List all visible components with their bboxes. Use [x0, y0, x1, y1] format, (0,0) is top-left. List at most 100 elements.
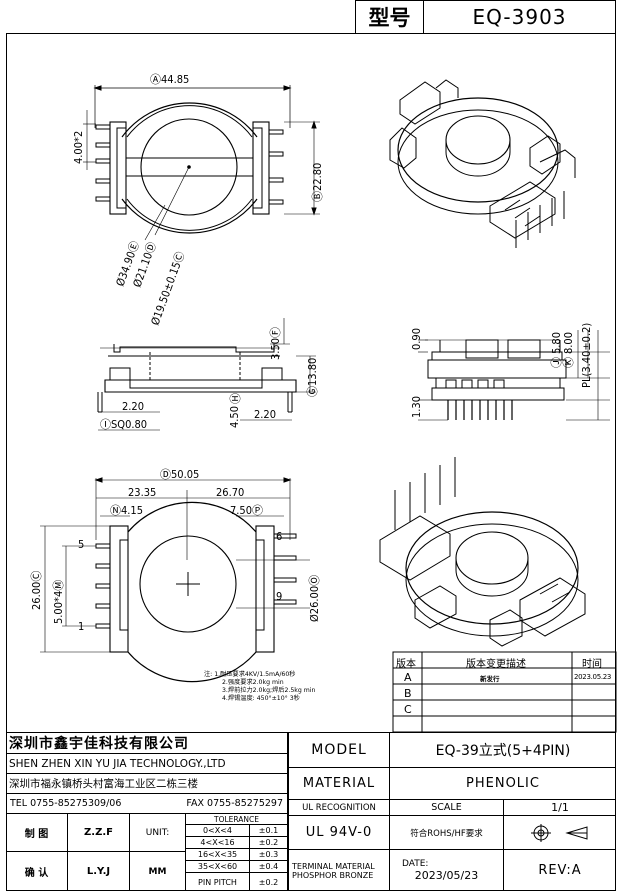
dim-pl: PL(3.40±0.2): [580, 323, 593, 388]
projection-symbol-icon: [531, 823, 588, 842]
drawn-label: 制 图: [24, 829, 49, 840]
scale-label-cell: SCALE: [390, 800, 504, 816]
dim-l1: 2.20: [122, 400, 144, 413]
check-label-cell: 确 认: [6, 852, 68, 891]
notes-line-1: 注: 1.耐压要求4KV/1.5mA/60秒: [204, 671, 384, 679]
dim-o: Ø26.00Ⓞ: [308, 575, 321, 622]
tol-value-2: ±0.2: [250, 837, 288, 849]
dim-p: 7.50Ⓟ: [230, 504, 263, 517]
dim-h-val: 4.50: [228, 406, 241, 428]
tolerance-label-cell: TOLERANCE: [186, 814, 288, 825]
bottom-view: Ⓓ50.05 23.35 26.70 Ⓝ4.15 7.50Ⓟ 5 1 6 9: [30, 468, 321, 683]
dim-g: Ⓖ13.80: [306, 358, 319, 397]
dim-k: Ⓚ: [562, 357, 575, 368]
material-label-cell: MATERIAL: [288, 768, 390, 800]
dim-d50: Ⓓ50.05: [160, 468, 199, 481]
tol-range-1: 0<X<4: [186, 825, 250, 837]
side-view: 3.50Ⓕ Ⓖ13.80 Ⓗ 2.20 2.20 4.50 ⒾSQ0.80: [97, 318, 319, 431]
terminal-value: PHOSPHOR BRONZE: [292, 870, 374, 880]
revision-b-ver: B: [404, 687, 412, 700]
tol-range-2: 4<X<16: [186, 837, 250, 849]
scale-label: SCALE: [431, 802, 462, 813]
tol-value-5: ±0.2: [250, 873, 288, 891]
tol-value-1: ±0.1: [250, 825, 288, 837]
model-label-cell: MODEL: [288, 732, 390, 768]
material-field-label: MATERIAL: [302, 776, 376, 791]
notes-label: 注:: [204, 671, 213, 678]
company-tel: TEL 0755-85275309/06: [10, 798, 122, 809]
tol-range-4: 35<X<60: [186, 861, 250, 873]
dim-pin-pitch: 4.00*2: [72, 131, 85, 164]
pin-9-label: 9: [276, 590, 282, 603]
material-field-value: PHENOLIC: [466, 776, 540, 791]
projection-cell: [504, 816, 616, 850]
top-view: Ⓐ44.85 4.00*2 Ⓑ22.80 Ø3: [72, 73, 324, 327]
ul-value-cell: UL 94V-0: [288, 816, 390, 850]
company-contact-cell: TEL 0755-85275309/06 FAX 0755-85275297: [6, 794, 288, 814]
model-label: 型号: [368, 6, 411, 30]
unit-label: UNIT:: [145, 827, 170, 838]
rohs-cell: 符合ROHS/HF要求: [390, 816, 504, 850]
note-item-3: 3.焊前拉力2.0kg;焊后2.5kg min: [222, 687, 316, 694]
pin-6-label: 6: [276, 530, 282, 543]
revision-header-desc: 版本变更描述: [466, 659, 526, 670]
revision-table-lines: [392, 651, 617, 733]
revision-header-ver: 版本: [396, 659, 416, 670]
drawn-label-cell: 制 图: [6, 814, 68, 852]
revision-a-date: 2023.05.23: [574, 673, 612, 681]
dim-c26: 26.00Ⓒ: [30, 571, 43, 610]
dim-n: Ⓝ4.15: [110, 504, 143, 517]
drawn-value-cell: Z.Z.F: [68, 814, 130, 852]
company-name-cn-cell: 深圳市鑫宇佳科技有限公司: [6, 732, 288, 754]
dim-f: 3.50Ⓕ: [269, 327, 282, 360]
revision-a-desc: 新发行: [480, 675, 500, 683]
rev-value: REV:A: [538, 863, 582, 878]
tol-value-3: ±0.3: [250, 849, 288, 861]
model-number-box: EQ-3903: [423, 0, 616, 34]
dim-1-30: 1.30: [410, 396, 423, 418]
model-field-value: EQ-39立式(5+4PIN): [435, 743, 571, 759]
company-name-en: SHEN ZHEN XIN YU JIA TECHNOLOGY.,LTD: [9, 757, 226, 770]
dim-w1: 23.35: [128, 486, 156, 499]
dim-w2: 26.70: [216, 486, 244, 499]
dim-m: 5.00*4Ⓜ: [52, 580, 65, 624]
title-block: 深圳市鑫宇佳科技有限公司 SHEN ZHEN XIN YU JIA TECHNO…: [6, 732, 616, 891]
notes-block: 注: 1.耐压要求4KV/1.5mA/60秒 2.强度要求2.0kg min 3…: [204, 671, 384, 703]
unit-label-cell: UNIT:: [130, 814, 186, 852]
model-number: EQ-3903: [472, 5, 567, 29]
drawn-value: Z.Z.F: [84, 827, 113, 838]
rohs-text: 符合ROHS/HF要求: [410, 828, 483, 839]
check-value-cell: L.Y.J: [68, 852, 130, 891]
dim-a: Ⓐ44.85: [150, 73, 189, 86]
pin-1-label: 1: [78, 620, 84, 633]
tol-range-5: PIN PITCH: [186, 873, 250, 891]
revision-c-ver: C: [404, 703, 412, 716]
dim-8-00: 8.00: [562, 332, 575, 354]
revision-a-ver: A: [404, 671, 412, 684]
pin-5-label: 5: [78, 538, 84, 551]
dim-0-90: 0.90: [410, 328, 423, 350]
front-view: 0.90 1.30 5.80 8.00 Ⓙ Ⓚ PL(3.40±0.2): [410, 323, 610, 421]
drawing-frame: [6, 33, 616, 891]
model-field-label: MODEL: [311, 742, 367, 758]
dim-l2: 2.20: [254, 408, 276, 421]
dim-5-80: 5.80: [550, 332, 563, 354]
company-name-en-cell: SHEN ZHEN XIN YU JIA TECHNOLOGY.,LTD: [6, 754, 288, 774]
scale-value-cell: 1/1: [504, 800, 616, 816]
date-cell: DATE: 2023/05/23: [390, 850, 504, 891]
unit-value-cell: MM: [130, 852, 186, 891]
date-label: DATE:: [402, 859, 429, 869]
iso-view-bottom: [379, 457, 586, 647]
note-item-2: 2.强度要求2.0kg min: [222, 679, 284, 686]
dim-c: Ø19.50±0.15Ⓒ: [149, 250, 188, 327]
unit-value: MM: [148, 866, 167, 877]
company-address-cell: 深圳市福永镇桥头村富海工业区二栋三楼: [6, 774, 288, 794]
ul-field-value: UL 94V-0: [305, 825, 373, 840]
rev-cell: REV:A: [504, 850, 616, 891]
dim-j: Ⓙ: [550, 357, 563, 368]
note-item-4: 4.焊锡温度: 450°±10° 3秒: [222, 695, 300, 702]
company-fax: FAX 0755-85275297: [186, 798, 283, 809]
company-name-cn: 深圳市鑫宇佳科技有限公司: [9, 736, 189, 752]
material-value-cell: PHENOLIC: [390, 768, 616, 800]
